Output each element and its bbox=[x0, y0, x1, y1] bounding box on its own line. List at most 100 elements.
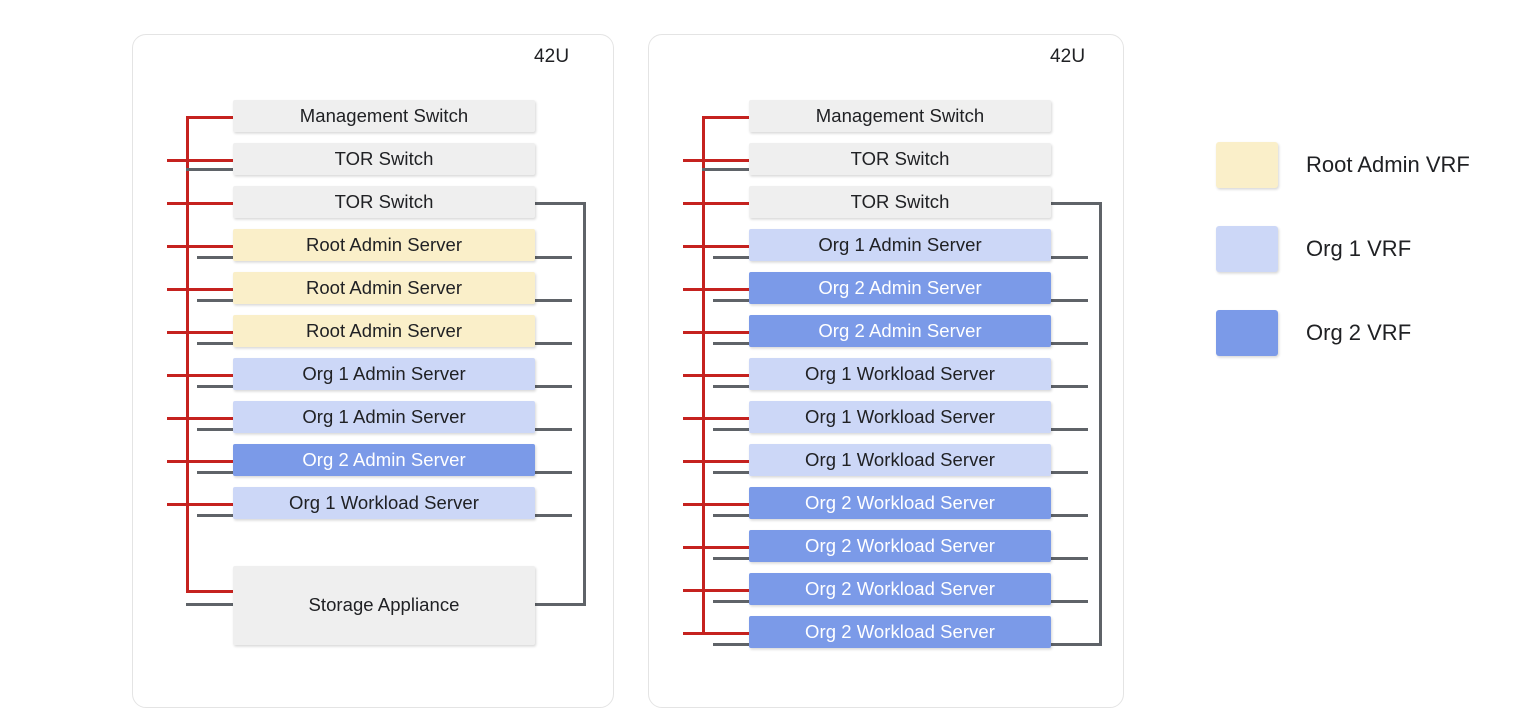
power-stub bbox=[167, 374, 233, 377]
power-stub bbox=[186, 116, 233, 119]
network-stub-right bbox=[535, 299, 572, 302]
network-stub-right bbox=[1051, 600, 1088, 603]
rack-2-capacity-label: 42U bbox=[1050, 46, 1086, 67]
device-box[interactable]: TOR Switch bbox=[233, 186, 535, 218]
power-stub bbox=[167, 503, 233, 506]
device-box[interactable]: Org 1 Workload Server bbox=[749, 401, 1051, 433]
network-stub-right bbox=[535, 471, 572, 474]
device-label: Org 1 Workload Server bbox=[805, 362, 995, 384]
device-box[interactable]: Org 2 Workload Server bbox=[749, 487, 1051, 519]
device-box[interactable]: TOR Switch bbox=[233, 143, 535, 175]
network-stub-right bbox=[535, 256, 572, 259]
data-bus-vertical bbox=[583, 202, 586, 606]
network-stub-right bbox=[1051, 428, 1088, 431]
legend-label: Root Admin VRF bbox=[1306, 152, 1470, 177]
power-stub bbox=[167, 245, 233, 248]
data-bus-bottom-elbow bbox=[535, 603, 586, 606]
rack-1-capacity-label: 42U bbox=[534, 46, 570, 67]
network-stub-left bbox=[197, 256, 233, 259]
power-stub bbox=[683, 503, 749, 506]
device-label: Org 1 Workload Server bbox=[289, 491, 479, 513]
device-box[interactable]: Management Switch bbox=[749, 100, 1051, 132]
power-stub bbox=[683, 374, 749, 377]
network-stub-left bbox=[702, 168, 749, 171]
network-stub-right bbox=[535, 342, 572, 345]
device-label: TOR Switch bbox=[850, 147, 950, 169]
legend-label: Org 1 VRF bbox=[1306, 236, 1412, 261]
data-bus-bottom-elbow bbox=[1051, 643, 1102, 646]
device-label: Management Switch bbox=[815, 104, 985, 126]
power-stub bbox=[167, 159, 233, 162]
device-label: Org 2 Workload Server bbox=[805, 534, 995, 556]
network-stub-left bbox=[713, 643, 749, 646]
power-stub bbox=[683, 460, 749, 463]
device-box[interactable]: Org 1 Workload Server bbox=[749, 444, 1051, 476]
network-stub-right bbox=[1051, 471, 1088, 474]
device-box[interactable]: Org 1 Workload Server bbox=[233, 487, 535, 519]
network-stub-left bbox=[713, 342, 749, 345]
device-label: Org 1 Workload Server bbox=[805, 405, 995, 427]
device-label: Org 2 Admin Server bbox=[818, 276, 982, 298]
power-stub bbox=[683, 245, 749, 248]
legend-label: Org 2 VRF bbox=[1306, 320, 1412, 345]
network-stub-left bbox=[713, 514, 749, 517]
data-bus-top-elbow bbox=[535, 202, 586, 205]
device-box[interactable]: Root Admin Server bbox=[233, 315, 535, 347]
power-bus-vertical bbox=[186, 116, 189, 593]
network-stub-left bbox=[713, 557, 749, 560]
device-label: Org 2 Admin Server bbox=[302, 448, 466, 470]
device-box[interactable]: TOR Switch bbox=[749, 143, 1051, 175]
network-stub-right bbox=[1051, 299, 1088, 302]
network-stub-left bbox=[197, 385, 233, 388]
network-stub-left bbox=[197, 299, 233, 302]
device-label: Org 2 Workload Server bbox=[805, 620, 995, 642]
device-box[interactable]: Org 2 Workload Server bbox=[749, 530, 1051, 562]
device-box[interactable]: Org 2 Admin Server bbox=[749, 272, 1051, 304]
legend-row: Org 2 VRF bbox=[1216, 310, 1411, 356]
network-stub-left bbox=[713, 299, 749, 302]
device-label: Storage Appliance bbox=[308, 594, 460, 616]
network-stub-left bbox=[713, 600, 749, 603]
network-stub-right bbox=[535, 385, 572, 388]
network-stub-right bbox=[1051, 385, 1088, 388]
network-stub-left bbox=[713, 471, 749, 474]
power-stub bbox=[186, 590, 233, 593]
network-stub-left bbox=[186, 168, 233, 171]
device-label: TOR Switch bbox=[334, 147, 434, 169]
power-stub bbox=[683, 159, 749, 162]
legend-swatch bbox=[1216, 310, 1278, 356]
device-box[interactable]: Org 2 Workload Server bbox=[749, 616, 1051, 648]
data-bus-vertical bbox=[1099, 202, 1102, 646]
device-box[interactable]: Management Switch bbox=[233, 100, 535, 132]
device-box[interactable]: Org 2 Admin Server bbox=[749, 315, 1051, 347]
vrf-legend: Root Admin VRF Org 1 VRF Org 2 VRF bbox=[1216, 142, 1506, 362]
legend-swatch bbox=[1216, 226, 1278, 272]
legend-row: Org 1 VRF bbox=[1216, 226, 1411, 272]
power-stub bbox=[683, 589, 749, 592]
network-stub-left bbox=[713, 428, 749, 431]
device-label: Org 2 Workload Server bbox=[805, 577, 995, 599]
network-stub-right bbox=[1051, 514, 1088, 517]
device-box[interactable]: Org 2 Workload Server bbox=[749, 573, 1051, 605]
legend-row: Root Admin VRF bbox=[1216, 142, 1470, 188]
device-box[interactable]: Org 1 Workload Server bbox=[749, 358, 1051, 390]
power-stub bbox=[683, 202, 749, 205]
device-label: Root Admin Server bbox=[305, 276, 463, 298]
device-label: Root Admin Server bbox=[305, 319, 463, 341]
device-box[interactable]: Root Admin Server bbox=[233, 229, 535, 261]
network-stub-left bbox=[186, 603, 233, 606]
power-stub bbox=[167, 417, 233, 420]
network-stub-left bbox=[197, 471, 233, 474]
device-box[interactable]: Org 1 Admin Server bbox=[233, 401, 535, 433]
power-stub bbox=[683, 288, 749, 291]
device-box[interactable]: Org 1 Admin Server bbox=[749, 229, 1051, 261]
network-stub-right bbox=[1051, 557, 1088, 560]
device-box[interactable]: Root Admin Server bbox=[233, 272, 535, 304]
device-box[interactable]: TOR Switch bbox=[749, 186, 1051, 218]
device-label: Root Admin Server bbox=[305, 233, 463, 255]
device-box[interactable]: Org 1 Admin Server bbox=[233, 358, 535, 390]
device-label: Org 1 Admin Server bbox=[818, 233, 982, 255]
device-box[interactable]: Storage Appliance bbox=[233, 566, 535, 645]
network-stub-left bbox=[197, 342, 233, 345]
device-box[interactable]: Org 2 Admin Server bbox=[233, 444, 535, 476]
